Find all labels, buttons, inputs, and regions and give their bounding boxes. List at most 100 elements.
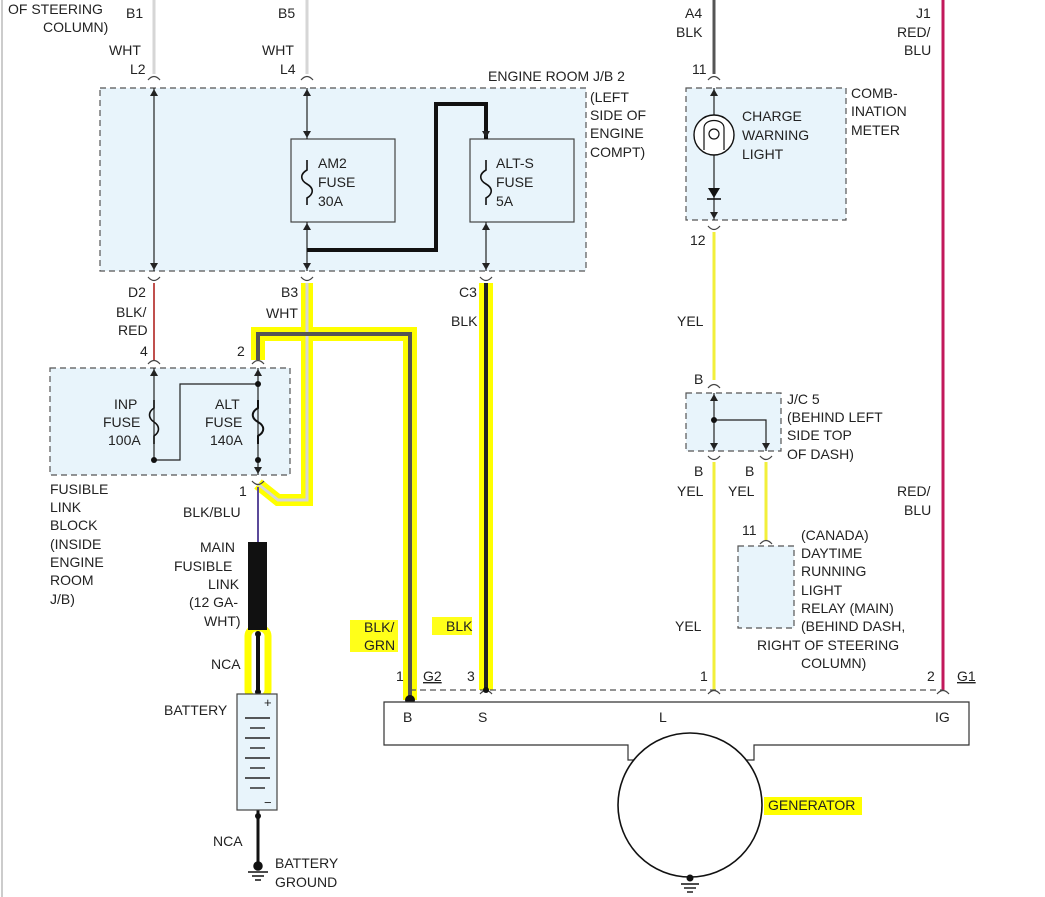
gen-pin-2: 2 <box>927 668 935 684</box>
jb-location-2: SIDE OF <box>590 107 646 123</box>
highlight-generator-label <box>764 797 862 815</box>
drl-title-8: COLUMN) <box>801 655 866 671</box>
bulb-filament <box>703 119 725 150</box>
jc5-title-3: SIDE TOP <box>787 427 852 443</box>
drl-title-3: RUNNING <box>801 563 866 579</box>
dot-jc5 <box>711 417 717 423</box>
pin-d2: D2 <box>128 284 146 300</box>
label-wht-b3: WHT <box>266 305 298 321</box>
alts-fuse-line-3: 5A <box>496 193 514 209</box>
arrow-am2-out <box>303 223 311 230</box>
generator-ground-dot <box>686 874 694 882</box>
main-fusible-link-1: MAIN <box>200 539 235 555</box>
label-nca-top: NCA <box>211 656 241 672</box>
label-yel-generator: YEL <box>675 618 702 634</box>
engine-room-jb-title: ENGINE ROOM J/B 2 <box>488 68 625 84</box>
jb-location-3: ENGINE <box>590 125 644 141</box>
label-nca-bottom: NCA <box>213 833 243 849</box>
flb-title-3: BLOCK <box>50 517 98 533</box>
arrow-alts-out <box>482 223 490 230</box>
arrow-c3 <box>482 263 490 270</box>
jc5-title-4: OF DASH) <box>787 446 854 462</box>
dot-alt-bottom <box>255 457 261 463</box>
battery-body <box>236 693 278 811</box>
label-blkred-2: RED <box>118 322 148 338</box>
meter-light-3: LIGHT <box>742 146 784 162</box>
label-b5: B5 <box>278 5 295 21</box>
alt-fuse-line-2: FUSE <box>205 414 242 430</box>
wire-b3-wht <box>257 283 309 502</box>
alts-fuse-symbol <box>479 160 493 205</box>
flb-title-7: J/B) <box>50 591 75 607</box>
dot-nca-ground <box>255 813 261 819</box>
arrow-jc5-top <box>710 394 718 401</box>
conn-1 <box>251 480 265 486</box>
arrow-jc5-right <box>762 443 770 450</box>
meter-title-1: COMB- <box>851 85 898 101</box>
battery-ground-1: BATTERY <box>275 855 339 871</box>
alt-fuse-line-1: ALT <box>215 396 240 412</box>
conn-b3 <box>300 276 314 282</box>
label-blk-top: BLK <box>676 24 703 40</box>
wire-jc5-branch <box>714 419 767 451</box>
arrow-l4 <box>303 89 311 96</box>
main-fusible-link-bar <box>248 542 267 630</box>
wire-jb-alts-feed <box>307 102 488 252</box>
jc5-pin-top: B <box>694 371 703 387</box>
drl-title-1: (CANADA) <box>801 527 869 543</box>
jc5-pin-left: B <box>694 463 703 479</box>
arrow-flb-1 <box>254 467 262 474</box>
main-fusible-link-4: (12 GA- <box>189 594 238 610</box>
flb-title-2: LINK <box>50 499 82 515</box>
inp-fuse-line-1: INP <box>114 396 137 412</box>
conn-d2 <box>147 276 161 282</box>
label-blkgrn-1: BLK/ <box>364 619 394 635</box>
flb-pin-2: 2 <box>237 343 245 359</box>
meter-title-2: INATION <box>851 103 907 119</box>
inp-fuse-line-2: FUSE <box>103 414 140 430</box>
highlight-blk-label <box>432 617 472 635</box>
gen-pin-1: 1 <box>396 668 404 684</box>
am2-fuse-box <box>290 138 396 223</box>
conn-jc5-left <box>707 455 721 461</box>
conn-a4 <box>707 75 721 81</box>
jc5-pin-right: B <box>745 463 754 479</box>
label-j1: J1 <box>916 5 931 21</box>
meter-pin-in: 11 <box>692 61 707 77</box>
arrow-meter-top <box>710 89 718 96</box>
drl-title-6: (BEHIND DASH, <box>801 618 905 634</box>
generator-circle <box>617 732 763 878</box>
dot-inp-bottom <box>151 457 157 463</box>
ground-dot-battery <box>253 861 263 871</box>
flb-title-4: (INSIDE <box>50 536 101 552</box>
label-wht-right: WHT <box>262 42 294 58</box>
arrow-flb-2 <box>254 369 262 376</box>
am2-fuse-line-1: AM2 <box>318 155 347 171</box>
battery-symbol <box>236 693 278 811</box>
label-blk-generator: BLK <box>446 618 473 634</box>
label-yel-12: YEL <box>677 313 704 329</box>
diode-symbol <box>708 188 720 198</box>
conn-2 <box>251 359 265 365</box>
pin-l2: L2 <box>130 61 146 77</box>
conn-drl-11 <box>759 539 773 545</box>
wire-b-blkgrn <box>256 332 412 700</box>
dot-alt-top <box>255 381 261 387</box>
label-wht-left: WHT <box>109 42 141 58</box>
jb-location-1: (LEFT <box>590 89 629 105</box>
label-b1: B1 <box>126 5 143 21</box>
ground-symbol-battery <box>248 861 268 881</box>
conn-jc5-right <box>759 455 773 461</box>
label-redblu-mid-1: RED/ <box>897 483 931 499</box>
drl-title-4: LIGHT <box>801 582 843 598</box>
wire-flb-inp-alt <box>154 383 258 461</box>
arrow-flb-4 <box>150 369 158 376</box>
label-blkgrn-2: GRN <box>364 637 395 653</box>
am2-fuse-line-2: FUSE <box>318 174 355 190</box>
meter-light-1: CHARGE <box>742 108 802 124</box>
arrow-d2 <box>150 263 158 270</box>
battery-plus: + <box>264 695 272 710</box>
conn-l4 <box>300 75 314 81</box>
label-redblu-mid-2: BLU <box>904 502 931 518</box>
conn-jc5-top <box>707 383 721 389</box>
